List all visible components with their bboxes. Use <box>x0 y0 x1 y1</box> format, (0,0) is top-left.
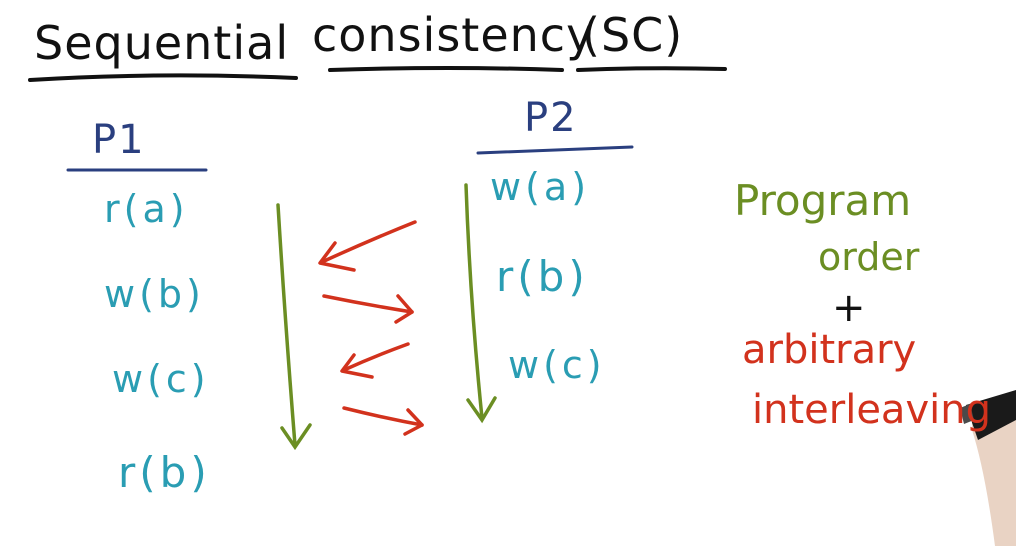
legend-program: Program <box>734 176 912 225</box>
title-underline-1 <box>28 73 298 82</box>
interleave-arrow-3 <box>340 342 410 379</box>
p1-label: P1 <box>92 117 146 163</box>
marker-pen <box>960 390 1016 546</box>
legend-arbitrary: arbitrary <box>742 327 917 373</box>
p2-program-order-arrow <box>464 183 497 424</box>
title-abbreviation: (SC) <box>582 8 684 62</box>
title-word-consistency: consistency <box>312 8 595 62</box>
legend-interleaving: interleaving <box>752 387 991 433</box>
legend-order: order <box>818 235 920 279</box>
p1-op-3: w(c) <box>112 357 210 401</box>
p2-op-3: w(c) <box>508 343 606 387</box>
p1-program-order-arrow <box>276 203 312 451</box>
p1-op-4: r(b) <box>118 448 211 497</box>
p2-op-2: r(b) <box>496 252 589 301</box>
interleave-arrow-1 <box>318 220 417 272</box>
title-underline-3 <box>576 66 727 72</box>
interleave-arrow-4 <box>342 406 424 436</box>
p2-underline <box>476 145 634 155</box>
interleave-arrow-2 <box>322 294 414 324</box>
p2-op-1: w(a) <box>490 165 591 209</box>
title-word-sequential: Sequential <box>34 16 290 70</box>
p1-op-1: r(a) <box>104 187 189 231</box>
title-underline-2 <box>328 66 564 72</box>
legend-plus: + <box>832 285 866 331</box>
p1-op-2: w(b) <box>104 272 205 316</box>
p2-label: P2 <box>524 95 578 141</box>
